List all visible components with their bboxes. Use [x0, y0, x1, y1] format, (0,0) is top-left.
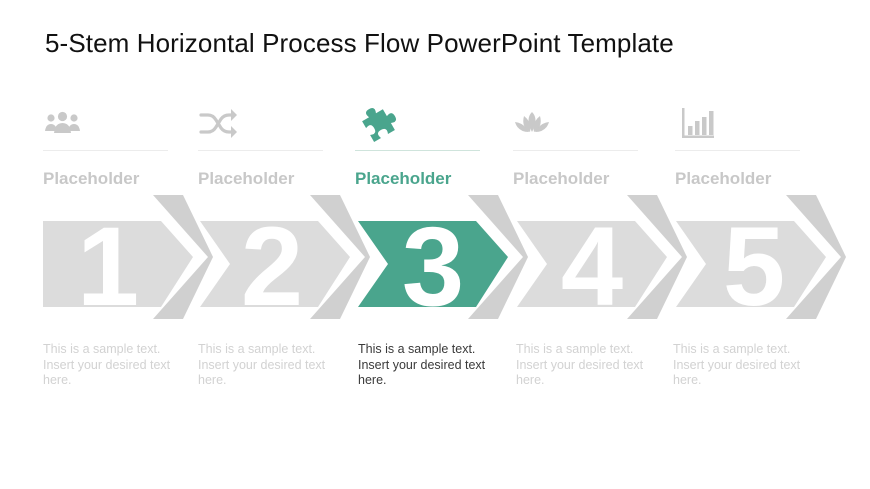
stage-3-chevron: 3	[358, 195, 528, 329]
stage-2-description: This is a sample text. Insert your desir…	[198, 342, 326, 387]
slide-title: 5-Stem Horizontal Process Flow PowerPoin…	[45, 28, 674, 58]
shuffle-icon	[198, 104, 238, 142]
stage-1-number: 1	[77, 204, 139, 329]
stage-1-chevron: 1	[43, 195, 213, 329]
stage-2-divider	[198, 150, 323, 151]
stage-3-divider	[355, 150, 480, 151]
stage-4-chevron: 4	[517, 195, 687, 329]
stage-4-divider	[513, 150, 638, 151]
stage-2-number: 2	[241, 204, 303, 329]
stage-5-label: Placeholder	[675, 169, 772, 188]
stage-3-label: Placeholder	[355, 169, 452, 188]
stage-5-chevron: 5	[676, 195, 846, 329]
stage-2-chevron: 2	[200, 195, 370, 329]
stage-2-label: Placeholder	[198, 169, 295, 188]
stage-1-description: This is a sample text. Insert your desir…	[43, 342, 171, 387]
stage-5-divider	[675, 150, 800, 151]
stage-3-description: This is a sample text. Insert your desir…	[358, 342, 486, 387]
stage-1-divider	[43, 150, 168, 151]
stage-5-description: This is a sample text. Insert your desir…	[673, 342, 801, 387]
stage-5-number: 5	[723, 204, 785, 329]
lotus-icon	[512, 104, 552, 142]
stage-1-label: Placeholder	[43, 169, 140, 188]
stage-4-number: 4	[561, 204, 623, 329]
bar-chart-icon	[679, 104, 719, 142]
stage-4-description: This is a sample text. Insert your desir…	[516, 342, 644, 387]
stage-3-number: 3	[402, 204, 464, 329]
stage-4-label: Placeholder	[513, 169, 610, 188]
puzzle-piece-icon	[357, 104, 397, 142]
people-group-icon	[43, 104, 83, 142]
